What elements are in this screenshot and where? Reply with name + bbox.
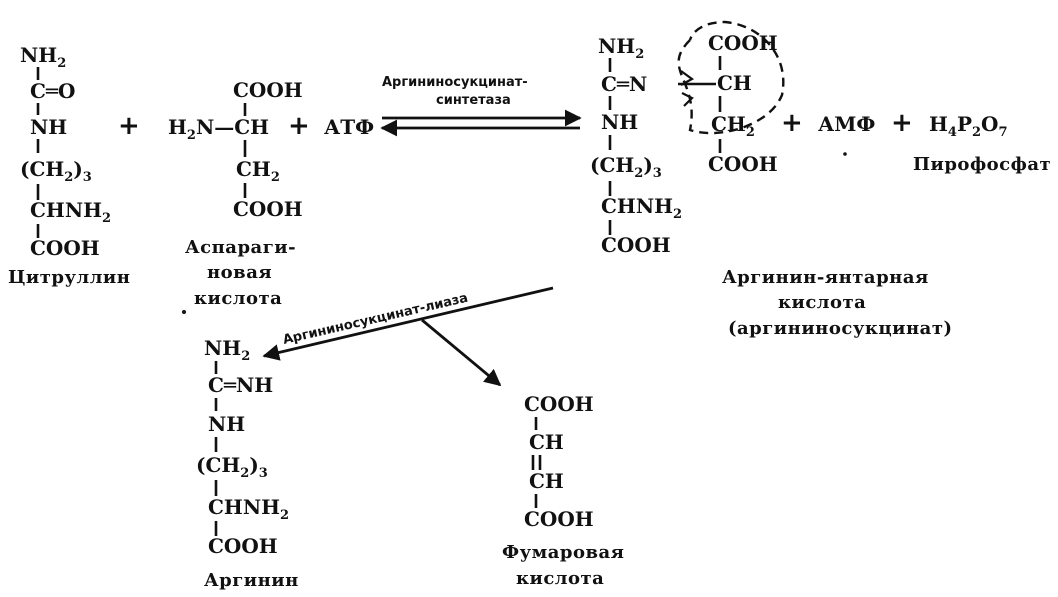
plus-sign-2: + <box>288 111 310 141</box>
citrulline-nh2: NH2 <box>20 43 66 71</box>
argsucc-cooh-right: COOH <box>708 152 778 176</box>
arginine-ch2n: (CH2)3 <box>196 453 268 481</box>
argsucc-cooh-top: COOH <box>708 31 778 55</box>
arginine-nh2: NH2 <box>204 336 250 364</box>
citrulline-structure: NH2 C═O NH (CH2)3 CHNH2 COOH Цитруллин <box>8 43 130 288</box>
cleavage-dashed-circle <box>677 20 785 135</box>
atp-label: АТФ <box>324 115 374 139</box>
argsucc-name-line-2: кислота <box>778 292 866 313</box>
argsucc-cooh-bottom: COOH <box>601 233 671 257</box>
citrulline-nh: NH <box>30 115 67 139</box>
citrulline-name: Цитруллин <box>8 267 130 288</box>
citrulline-cooh: COOH <box>30 236 100 260</box>
fumarate-ch-1: CH <box>529 430 564 454</box>
aspartate-cooh-top: COOH <box>233 78 303 102</box>
plus-sign-4: + <box>891 108 913 138</box>
synthetase-reversible-arrow: Аргининосукцинат- синтетаза <box>380 75 582 137</box>
aspartate-cooh-bottom: COOH <box>233 197 303 221</box>
pyrophosphate-formula: H4P2O7 <box>929 112 1008 140</box>
lyase-arrows: Аргининосукцинат-лиаза <box>262 286 554 387</box>
argsucc-ch: CH <box>717 71 752 95</box>
stray-dot <box>182 310 186 314</box>
aspartate-name-line-3: кислота <box>194 288 282 309</box>
aspartate-structure: COOH H2N—CH CH2 COOH Аспараги- новая кис… <box>168 78 303 314</box>
fumarate-cooh-bottom: COOH <box>524 507 594 531</box>
amp-label: АМФ <box>818 112 875 136</box>
argsucc-nh: NH <box>601 110 638 134</box>
argininosuccinate-structure: NH2 C═N NH (CH2)3 CHNH2 COOH COOH CH CH2… <box>590 20 953 339</box>
lyase-arrow-to-fumarate <box>421 318 502 387</box>
arginine-chnh2: CHNH2 <box>208 495 289 523</box>
arginine-cooh: COOH <box>208 534 278 558</box>
fumarate-cooh-top: COOH <box>524 392 594 416</box>
argsucc-cn: C═N <box>601 72 647 96</box>
aspartate-name-line-2: новая <box>207 262 272 283</box>
argsucc-name-line-3: (аргининосукцинат) <box>728 318 953 339</box>
arginine-cnh: C═NH <box>208 373 273 397</box>
citrulline-ch2n: (CH2)3 <box>20 157 92 185</box>
bond-break-mark-top <box>680 70 695 86</box>
aspartate-h2n-ch: H2N—CH <box>168 115 269 143</box>
fumarate-name-line-2: кислота <box>516 568 604 589</box>
arginine-nh: NH <box>208 412 245 436</box>
argsucc-name-line-1: Аргинин-янтарная <box>722 267 929 288</box>
arginine-name: Аргинин <box>204 570 299 591</box>
fumarate-name-line-1: Фумаровая <box>502 542 624 563</box>
lyase-label: Аргининосукцинат-лиаза <box>282 291 470 348</box>
argsucc-ch2n: (CH2)3 <box>590 153 662 181</box>
plus-sign-1: + <box>118 111 140 141</box>
argsucc-nh2: NH2 <box>598 34 644 62</box>
pyrophosphate-name: Пирофосфат <box>913 154 1051 175</box>
plus-sign-3: + <box>781 108 803 138</box>
synthetase-label-line-1: Аргининосукцинат- <box>382 75 528 90</box>
lyase-arrow-to-arginine <box>262 286 554 361</box>
synthetase-label-line-2: синтетаза <box>436 93 511 108</box>
citrulline-co: C═O <box>30 79 75 103</box>
stray-dot-2 <box>843 152 847 156</box>
aspartate-ch2: CH2 <box>236 157 280 185</box>
argsucc-chnh2: CHNH2 <box>601 194 682 222</box>
bond-break-mark-bottom <box>681 92 694 107</box>
fumarate-structure: COOH CH CH COOH Фумаровая кислота <box>502 392 624 589</box>
citrulline-chnh2: CHNH2 <box>30 198 111 226</box>
fumarate-ch-2: CH <box>529 469 564 493</box>
arginine-structure: NH2 C═NH NH (CH2)3 CHNH2 COOH Аргинин <box>196 336 299 591</box>
aspartate-name-line-1: Аспараги- <box>185 237 296 258</box>
